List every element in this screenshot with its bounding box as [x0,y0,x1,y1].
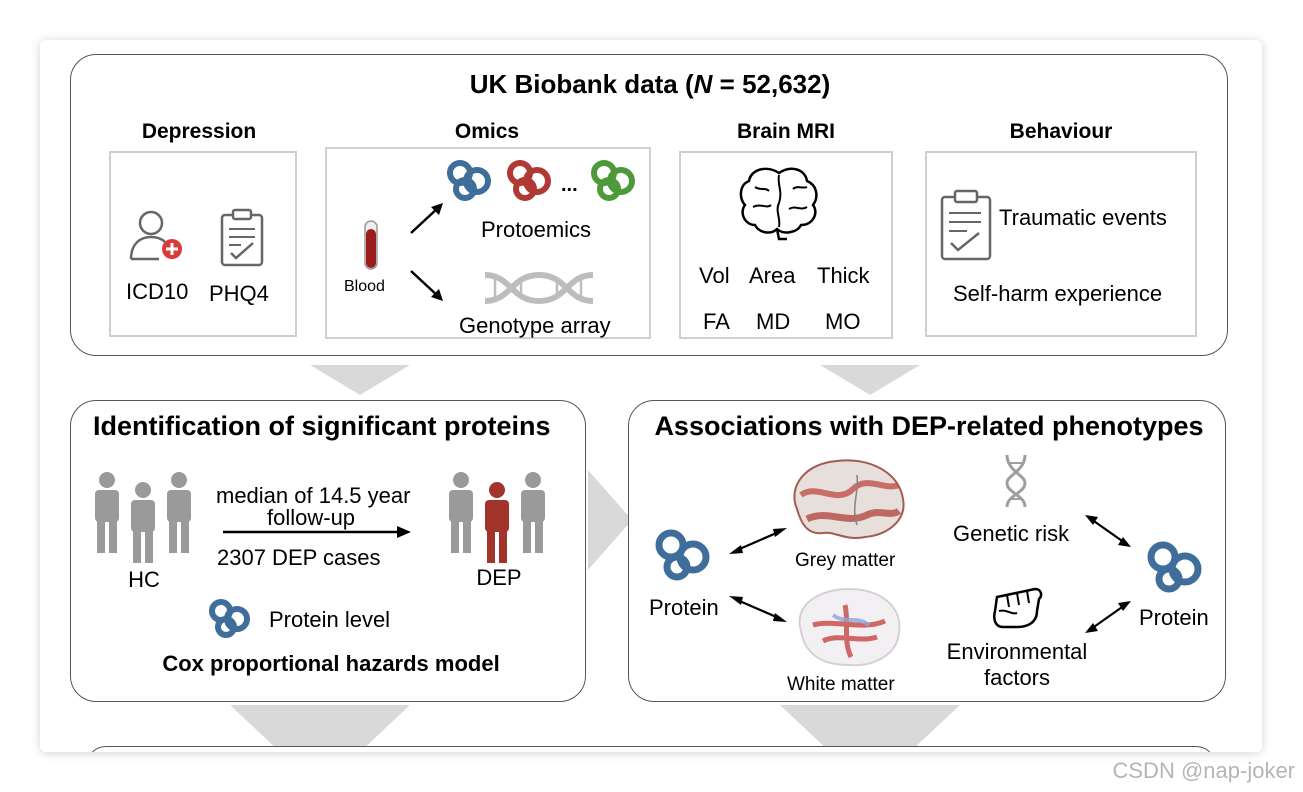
protein-icon-green [591,160,635,201]
title-part-1: UK Biobank data ( [469,69,694,99]
fist-icon [993,587,1043,629]
phq4-label: PHQ4 [209,281,269,306]
double-arrow-white [729,596,787,622]
clipboard-icon [220,208,264,267]
title-n: N [693,69,713,99]
protein-right-label: Protein [1139,605,1209,630]
behaviour-box: Traumatic events Self-harm experience [925,151,1197,337]
genotype-label: Genotype array [459,313,611,338]
bottom-panel-partial [86,746,1216,752]
protein-left-label: Protein [649,595,719,620]
flow-arrow-top-left [230,365,960,752]
dep-label: DEP [476,565,522,590]
protein-level-icon [209,599,250,638]
right-panel: Associations with DEP-related phenotypes… [628,400,1226,702]
grey-matter-brain-icon [793,459,905,539]
watermark: CSDN @nap-joker [1112,758,1296,783]
icd10-label: ICD10 [126,279,189,304]
cases-label: 2307 DEP cases [217,545,381,570]
mo-label: MO [825,309,861,334]
traumatic-label: Traumatic events [999,205,1167,230]
depression-box: ICD10 PHQ4 [109,151,297,337]
protein-icon-left [655,529,710,581]
grey-matter-label: Grey matter [795,550,896,571]
vol-label: Vol [699,263,730,288]
dep-people-icon [449,472,545,563]
white-matter-brain-icon [798,587,901,667]
omics-heading: Omics [454,120,520,143]
omics-box: ... Protoemics Blood [325,147,651,339]
behaviour-heading: Behaviour [1009,120,1113,143]
hc-label: HC [128,567,160,592]
flow-arrow-middle-shape [588,470,632,570]
figure-card: UK Biobank data (N = 52,632) Depression [40,40,1262,752]
top-panel: UK Biobank data (N = 52,632) Depression [70,54,1228,356]
env-label-line1: Environmental [946,639,1088,664]
fa-label: FA [703,309,730,334]
brain-heading: Brain MRI [736,120,836,143]
blood-label: Blood [344,278,385,295]
protein-ellipsis: ... [561,174,578,196]
dna-icon [1005,454,1027,508]
double-arrow-genetic [1085,515,1131,547]
env-label-line2: factors [983,665,1051,690]
followup-line2: follow-up [267,505,356,530]
person-add-icon [129,210,182,261]
clipboard-check-icon [940,189,992,261]
genetic-risk-label: Genetic risk [953,521,1070,546]
protein-level-label: Protein level [269,607,391,632]
thick-label: Thick [817,263,870,288]
hc-people-icon [95,472,191,563]
blood-tube-icon [364,220,378,270]
protein-icon-right [1147,541,1202,593]
top-panel-title: UK Biobank data (N = 52,632) [470,71,831,97]
dna-helix-icon [484,271,594,305]
md-label: MD [756,309,791,334]
left-panel-title: Identification of significant proteins [93,411,551,441]
double-arrow-grey [729,528,787,554]
arrow-down-icon [410,270,443,301]
flow-arrow-bottom-right-shape [780,705,960,752]
title-part-2: = 52,632) [712,69,831,99]
area-label: Area [749,263,796,288]
white-matter-label: White matter [787,674,895,695]
followup-line1: median of 14.5 year [216,483,411,508]
brain-box: Vol Area Thick FA MD MO [679,151,893,339]
double-arrow-env [1085,601,1131,633]
flow-arrow-bottom-left-shape [230,705,410,752]
depression-heading: Depression [141,120,257,143]
flow-arrow-top-left-shape [310,365,410,395]
protein-icon-red [507,160,551,201]
selfharm-label: Self-harm experience [953,281,1163,306]
left-panel: Identification of significant proteins H… [70,400,586,702]
brain-icon [739,167,818,241]
protein-icon-blue [447,160,491,201]
protoemics-label: Protoemics [481,217,592,242]
arrow-up-icon [410,203,443,234]
right-panel-title: Associations with DEP-related phenotypes [654,411,1204,441]
followup-arrow-icon [223,526,411,538]
cox-model-label: Cox proportional hazards model [162,651,500,676]
flow-arrow-top-right-shape [820,365,920,395]
